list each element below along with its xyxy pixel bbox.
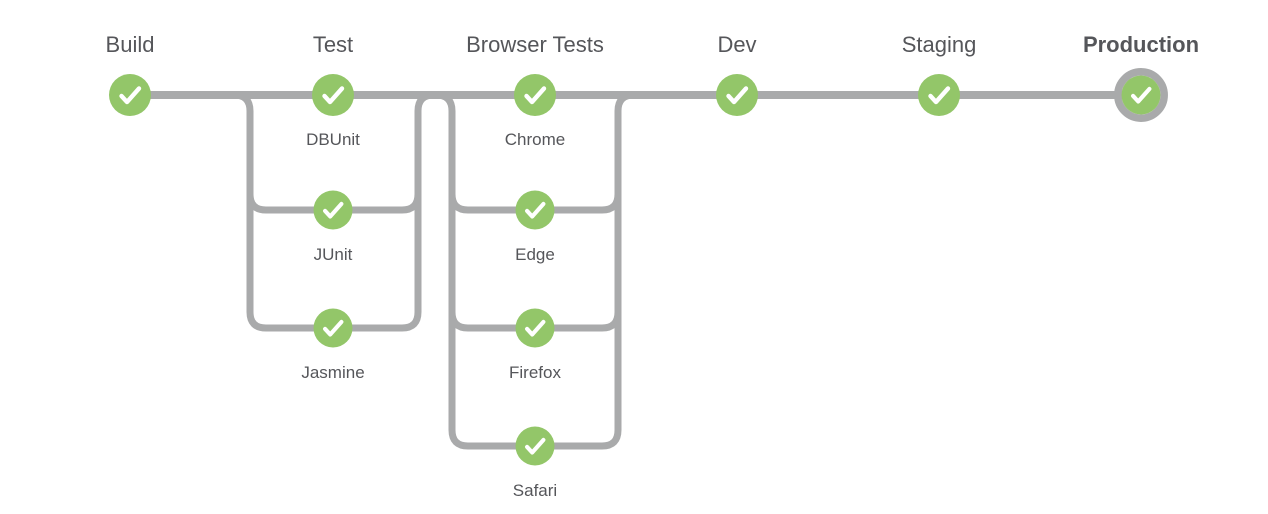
stage-label-browser-tests: Browser Tests: [466, 32, 604, 57]
production-status-circle[interactable]: [1121, 75, 1161, 115]
node-build[interactable]: [109, 74, 151, 116]
node-jasmine[interactable]: [313, 308, 353, 348]
node-dev[interactable]: [716, 74, 758, 116]
node-edge[interactable]: [515, 190, 555, 230]
jasmine-status-circle[interactable]: [313, 308, 353, 348]
check-icon: [1131, 86, 1152, 104]
node-staging[interactable]: [918, 74, 960, 116]
check-icon: [323, 319, 344, 337]
junit-status-circle[interactable]: [313, 190, 353, 230]
check-icon: [119, 86, 142, 105]
job-label-firefox: Firefox: [509, 363, 561, 382]
safari-status-circle[interactable]: [515, 426, 555, 466]
node-dbunit[interactable]: [312, 74, 354, 116]
check-icon: [525, 201, 546, 219]
check-icon: [524, 86, 547, 105]
chrome-status-circle[interactable]: [514, 74, 556, 116]
check-icon: [322, 86, 345, 105]
firefox-status-circle[interactable]: [515, 308, 555, 348]
job-label-safari: Safari: [513, 481, 557, 500]
job-label-dbunit: DBUnit: [306, 130, 360, 149]
job-label-edge: Edge: [515, 245, 555, 264]
node-firefox[interactable]: [515, 308, 555, 348]
dbunit-status-circle[interactable]: [312, 74, 354, 116]
check-icon: [323, 201, 344, 219]
staging-status-circle[interactable]: [918, 74, 960, 116]
job-label-junit: JUnit: [314, 245, 353, 264]
edge-status-circle[interactable]: [515, 190, 555, 230]
build-status-circle[interactable]: [109, 74, 151, 116]
job-label-jasmine: Jasmine: [301, 363, 364, 382]
stage-label-dev: Dev: [717, 32, 756, 57]
node-safari[interactable]: [515, 426, 555, 466]
stage-label-test: Test: [313, 32, 353, 57]
production-highlight-ring: [1114, 68, 1168, 122]
dev-status-circle[interactable]: [716, 74, 758, 116]
check-icon: [525, 437, 546, 455]
node-chrome[interactable]: [514, 74, 556, 116]
check-icon: [726, 86, 749, 105]
check-icon: [928, 86, 951, 105]
stage-label-build: Build: [106, 32, 155, 57]
stage-label-production: Production: [1083, 32, 1199, 57]
job-label-chrome: Chrome: [505, 130, 565, 149]
node-production[interactable]: [1114, 68, 1168, 122]
stage-label-staging: Staging: [902, 32, 977, 57]
check-icon: [525, 319, 546, 337]
node-junit[interactable]: [313, 190, 353, 230]
